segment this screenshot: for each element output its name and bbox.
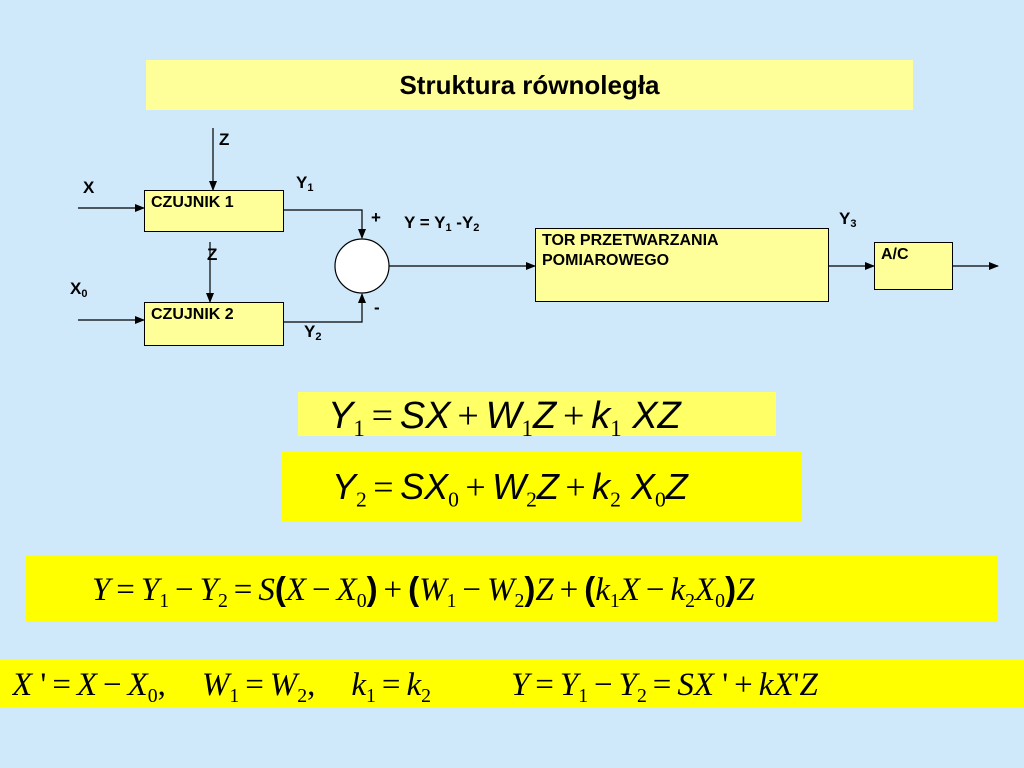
y3-label: Y3 [839, 209, 857, 230]
equation-2: Y2=SX0+W2Z+k2 X0Z [332, 466, 688, 512]
slide-title: Struktura równoległa [146, 60, 913, 110]
equation-2-box [282, 452, 802, 521]
converter-block: A/C [874, 242, 953, 290]
equation-3-box [26, 555, 998, 622]
sensor-2-label: CZUJNIK 2 [151, 306, 234, 323]
processing-label-line-1: TOR PRZETWARZANIA [542, 232, 719, 249]
equation-1-box [298, 392, 776, 436]
plus-sign: + [371, 208, 381, 227]
z-label-top: Z [219, 130, 230, 149]
equation-3: Y=Y1−Y2=S(X−X0)+(W1−W2)Z+(k1X−k2X0)Z [92, 570, 755, 612]
sensor-1-block: CZUJNIK 1 [144, 190, 284, 232]
processing-block: TOR PRZETWARZANIA POMIAROWEGO [535, 228, 829, 302]
x-label: X [83, 178, 95, 197]
summing-junction [334, 238, 390, 294]
y1-signal-line [284, 209, 366, 239]
y-equation-label: Y = Y1 -Y2 [404, 213, 480, 234]
x0-label: X0 [70, 279, 88, 300]
sensor-1-label: CZUJNIK 1 [151, 194, 234, 211]
y2-label: Y2 [304, 322, 322, 343]
equation-1: Y1=SX+W1Z+k1 XZ [328, 395, 681, 441]
y1-label: Y1 [296, 173, 314, 194]
y2-signal-line [284, 293, 366, 323]
equation-4-box [0, 660, 1024, 708]
converter-label: A/C [881, 246, 909, 263]
minus-sign: - [374, 298, 380, 317]
sensor-2-block: CZUJNIK 2 [144, 302, 284, 346]
processing-label-line-2: POMIAROWEGO [542, 252, 670, 269]
z-label-mid: Z [207, 245, 218, 264]
